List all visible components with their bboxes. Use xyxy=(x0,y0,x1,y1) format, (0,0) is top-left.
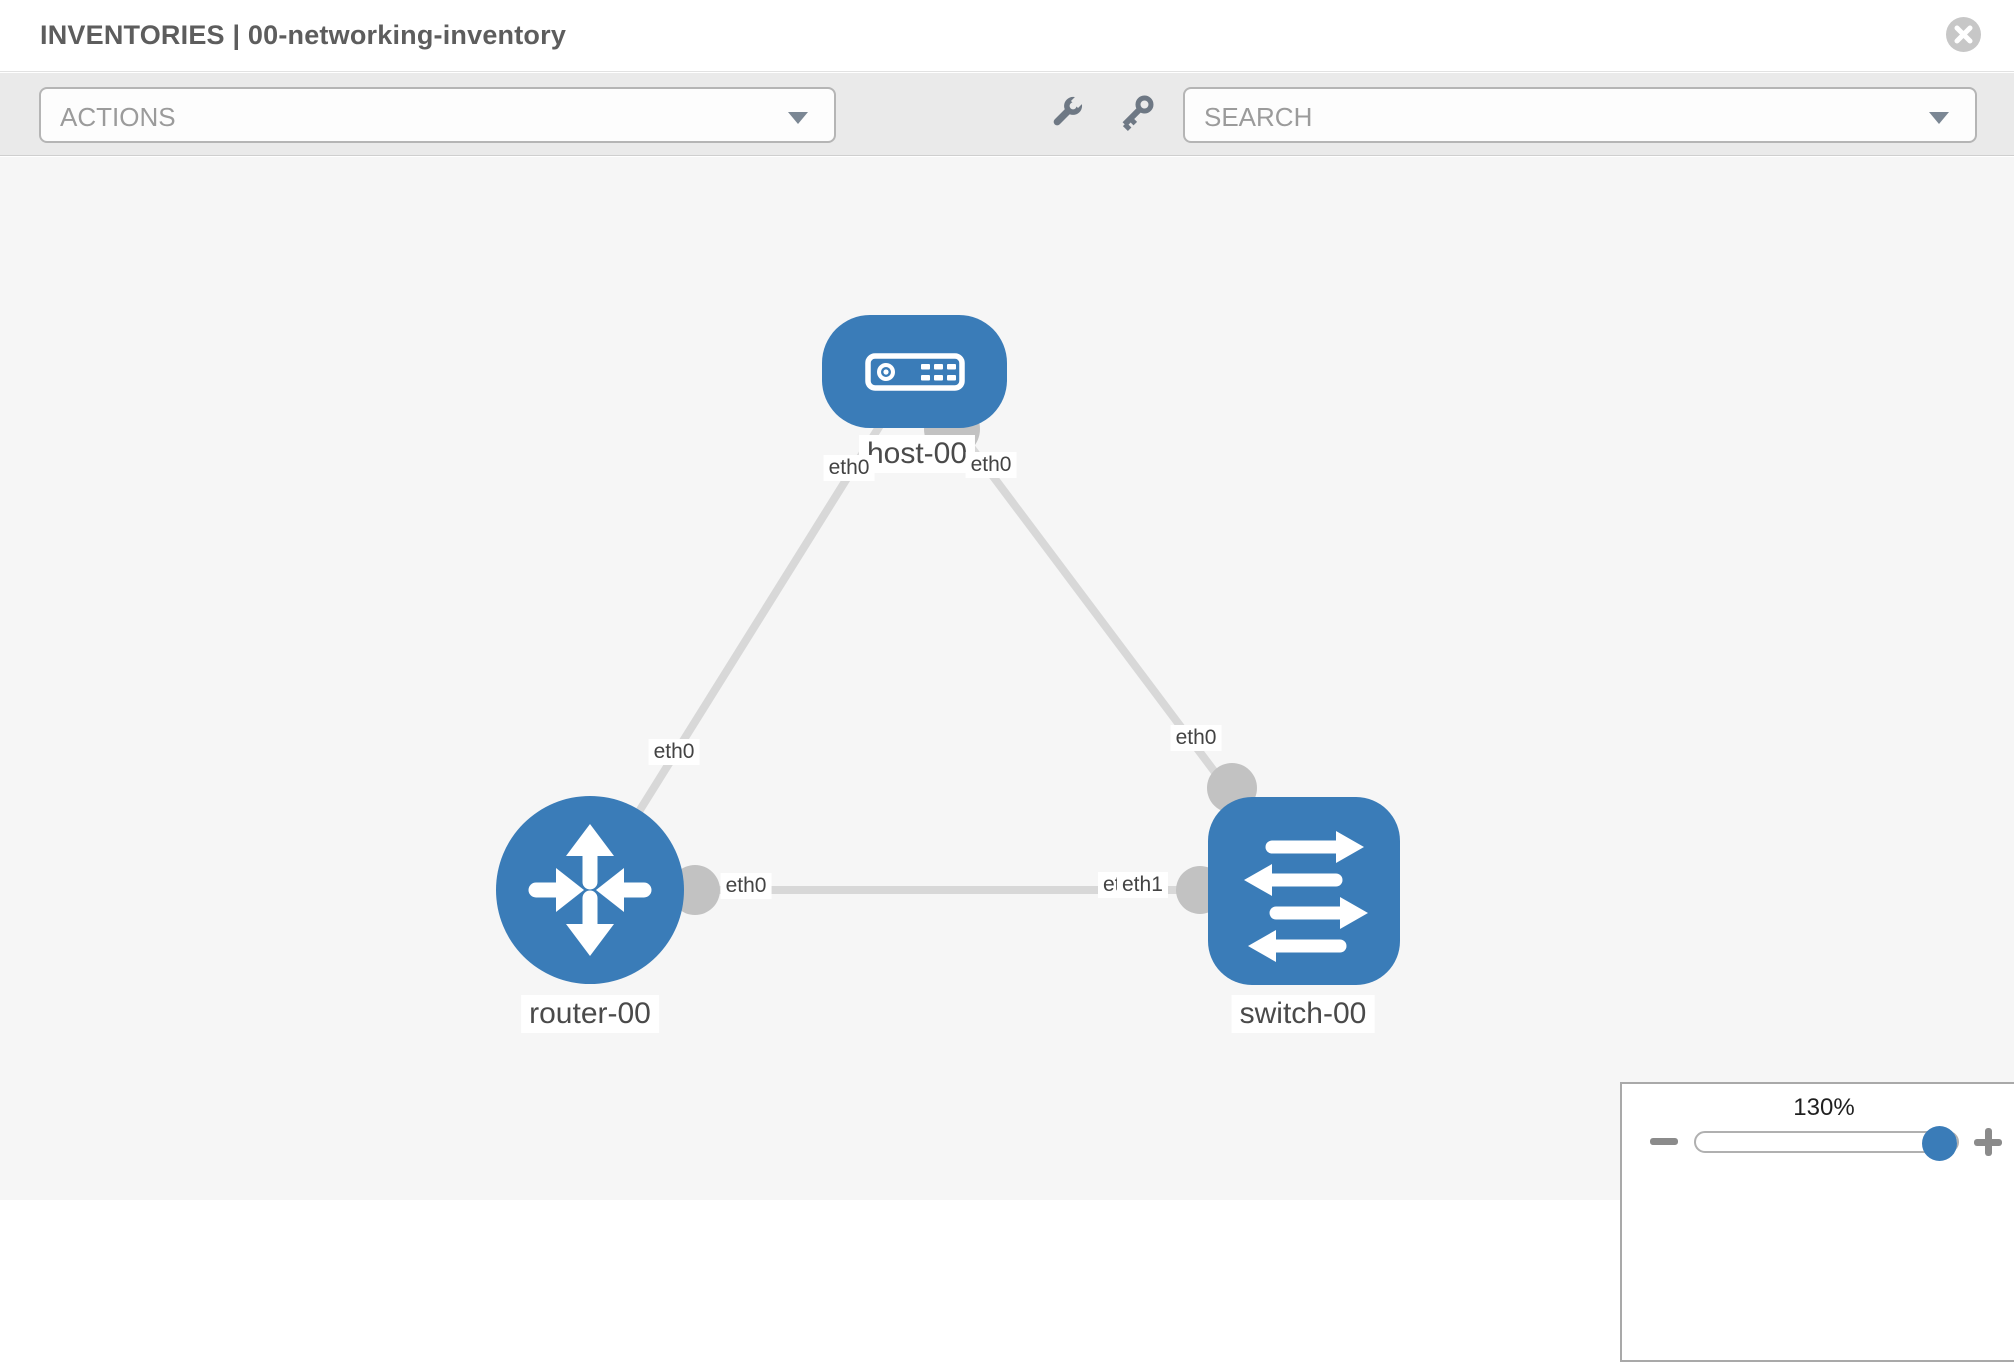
page-title: INVENTORIES | 00-networking-inventory xyxy=(40,20,567,50)
iface-label-host-right: eth0 xyxy=(965,452,1017,478)
header: INVENTORIES | 00-networking-inventory xyxy=(0,0,2014,72)
chevron-down-icon xyxy=(1929,112,1949,124)
iface-label-switch-top: eth0 xyxy=(1170,725,1222,751)
chevron-down-icon xyxy=(788,112,808,124)
key-icon xyxy=(1114,95,1158,139)
zoom-in-icon[interactable] xyxy=(1974,1128,2002,1156)
tools-button[interactable] xyxy=(1044,91,1088,135)
iface-label-host-left: eth0 xyxy=(823,455,875,481)
zoom-out-icon[interactable] xyxy=(1650,1138,1678,1145)
topology-graph xyxy=(586,368,1308,915)
node-label-router: router-00 xyxy=(521,995,659,1033)
wrench-icon xyxy=(1044,94,1088,139)
toolbar: ACTIONS xyxy=(0,73,2014,156)
zoom-value: 130% xyxy=(1793,1094,1855,1121)
search-dropdown[interactable]: SEARCH xyxy=(1183,87,1977,143)
zoom-slider-handle[interactable] xyxy=(1922,1126,1957,1161)
node-host-00[interactable] xyxy=(822,315,1007,428)
key-button[interactable] xyxy=(1114,91,1158,135)
node-switch-00[interactable] xyxy=(1208,797,1400,985)
switch-icon xyxy=(1208,831,1400,989)
node-router-00[interactable] xyxy=(496,796,684,984)
node-label-host: host-00 xyxy=(858,435,976,473)
zoom-control-panel: 130% xyxy=(1620,1082,2014,1362)
actions-dropdown-label: ACTIONS xyxy=(60,102,176,132)
node-label-switch: switch-00 xyxy=(1231,995,1375,1033)
close-button[interactable] xyxy=(1946,17,1981,52)
iface-label-link-right-front: eth1 xyxy=(1117,872,1168,898)
iface-label-link-left: eth0 xyxy=(720,873,772,899)
zoom-slider[interactable] xyxy=(1694,1126,1959,1161)
search-input-placeholder: SEARCH xyxy=(1204,102,1313,132)
host-icon xyxy=(822,353,1007,432)
router-icon xyxy=(496,824,684,988)
actions-dropdown[interactable]: ACTIONS xyxy=(39,87,836,143)
iface-label-router-top: eth0 xyxy=(648,739,700,765)
topology-canvas: host-00 router-00 switch-00 eth0 eth0 et… xyxy=(0,157,2014,1362)
